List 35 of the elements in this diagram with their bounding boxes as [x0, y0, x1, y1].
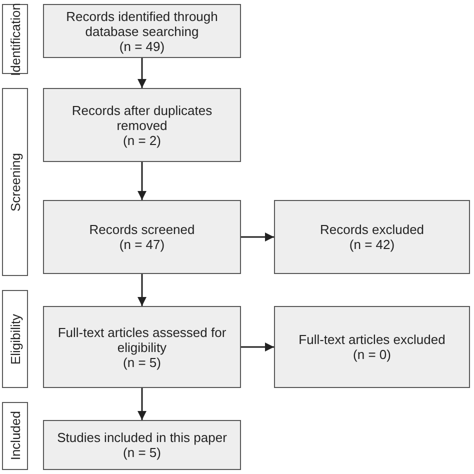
arrow: [138, 388, 146, 420]
stage-band: [2, 4, 28, 74]
box-label: Records screened: [89, 222, 195, 237]
box-label: Records excluded: [320, 222, 424, 237]
stage-band: [2, 402, 28, 470]
process-box: [43, 420, 241, 470]
arrow: [138, 274, 146, 306]
box-label: Records identified through database searching: [65, 8, 219, 38]
process-box: [274, 200, 470, 274]
box-label: Studies included in this paper: [57, 430, 227, 445]
process-box: [43, 306, 241, 388]
arrow: [241, 232, 274, 242]
box-label: Full-text articles excluded: [298, 332, 446, 347]
stage-label: Eligibility: [8, 314, 22, 364]
process-box: [43, 88, 241, 162]
count-label: (n = 0): [353, 347, 391, 362]
process-box: [274, 306, 470, 388]
arrow: [138, 162, 146, 200]
arrow: [241, 342, 274, 352]
count-label: (n = 5): [123, 354, 161, 370]
box-label: Full-text articles assessed for eligibility: [56, 324, 228, 354]
process-box: [43, 4, 241, 58]
stage-label: Identification: [8, 2, 22, 76]
stage-band: [2, 290, 28, 388]
stage-band: [2, 88, 28, 276]
count-label: (n = 47): [119, 237, 165, 252]
stage-label: Included: [8, 411, 22, 461]
count-label: (n = 5): [123, 445, 161, 460]
count-label: (n = 2): [123, 132, 161, 148]
process-box: [43, 200, 241, 274]
count-label: (n = 49): [119, 38, 165, 54]
stage-label: Screening: [8, 152, 22, 212]
box-label: Records after duplicates removed: [70, 102, 214, 132]
arrow: [138, 58, 146, 88]
count-label: (n = 42): [349, 237, 395, 252]
